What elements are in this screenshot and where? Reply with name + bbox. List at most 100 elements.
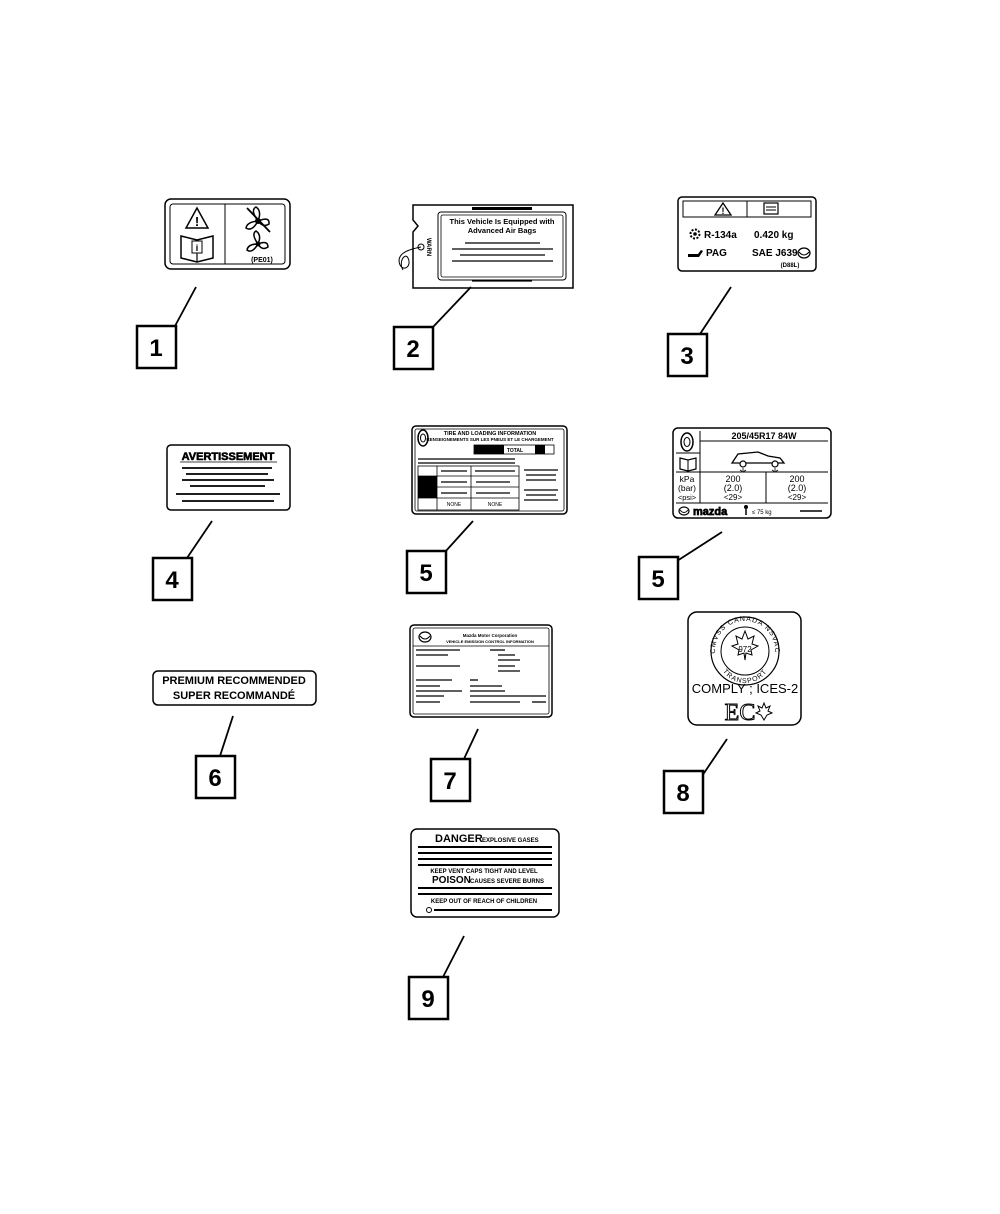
svg-text:5: 5 bbox=[651, 566, 664, 593]
label-7-text-lines bbox=[416, 649, 546, 703]
label-2-head2: Advanced Air Bags bbox=[468, 226, 537, 235]
callout-9: 9 bbox=[407, 975, 450, 1021]
callout-6: 6 bbox=[194, 754, 237, 800]
car-icon bbox=[730, 451, 786, 473]
label-4-title: AVERTISSEMENT bbox=[182, 451, 275, 463]
label-5b-brand: mazda bbox=[693, 506, 728, 518]
callout-1: 1 bbox=[135, 324, 178, 370]
label-5b-load: ≤ 75 kg bbox=[752, 510, 772, 516]
label-9-explosive: EXPLOSIVE GASES bbox=[482, 838, 539, 844]
label-5a-title2: RENSEIGNEMENTS SUR LES PNEUS ET LE CHARG… bbox=[426, 437, 554, 442]
label-7: Mazda Motor Corporation VEHICLE EMISSION… bbox=[409, 624, 553, 718]
leader-5a bbox=[444, 520, 474, 553]
oil-can-icon bbox=[688, 250, 703, 257]
maple-leaf-icon bbox=[730, 629, 760, 661]
svg-text:8: 8 bbox=[676, 780, 689, 807]
label-3: ! R-134a 0.420 kg PAG SAE J639 (D88L) bbox=[677, 196, 817, 272]
label-4-text-lines bbox=[176, 467, 280, 502]
leader-6 bbox=[219, 715, 234, 757]
tire-icon bbox=[417, 429, 429, 447]
label-9-text-block-1 bbox=[418, 846, 552, 866]
label-9-burns: CAUSES SEVERE BURNS bbox=[470, 879, 544, 885]
manual-icon bbox=[763, 202, 779, 215]
svg-text:i: i bbox=[196, 243, 199, 253]
recycle-icon bbox=[426, 907, 432, 913]
leader-2 bbox=[432, 286, 472, 328]
label-5a-fine-print bbox=[418, 458, 515, 464]
callout-5a: 5 bbox=[405, 549, 448, 595]
label-7-header: Mazda Motor Corporation bbox=[463, 633, 518, 638]
label-6-line2: SUPER RECOMMANDÉ bbox=[173, 689, 295, 702]
label-5b-unit-kpa: kPa bbox=[680, 474, 695, 484]
label-5b-unit-psi: <psi> bbox=[678, 493, 697, 502]
fan-icon bbox=[246, 230, 269, 252]
leader-8 bbox=[701, 738, 728, 777]
leader-9 bbox=[442, 935, 465, 978]
manual-book-icon bbox=[679, 457, 697, 472]
leader-lines bbox=[174, 286, 732, 978]
label-8: CMVSS CANADA NSVAC TRANSPORT 972 COMPLY … bbox=[687, 611, 802, 727]
leader-3 bbox=[699, 286, 732, 335]
label-5a-right-text bbox=[524, 469, 558, 501]
leader-5b bbox=[676, 531, 723, 562]
label-3-standard: SAE J639 bbox=[752, 248, 798, 259]
seal-number: 972 bbox=[738, 645, 752, 654]
person-icon bbox=[744, 505, 748, 515]
label-5b-tire-size: 205/45R17 84W bbox=[731, 431, 797, 441]
label-5b-rear-bar: (2.0) bbox=[788, 483, 807, 493]
label-5b-unit-bar: (bar) bbox=[678, 483, 696, 493]
label-5a-none-2: NONE bbox=[488, 502, 503, 508]
label-5b-rear-psi: <29> bbox=[788, 493, 807, 502]
warning-triangle-icon: ! bbox=[713, 201, 733, 216]
label-9-keep-vent: KEEP VENT CAPS TIGHT AND LEVEL bbox=[430, 869, 538, 875]
svg-text:!: ! bbox=[722, 206, 725, 216]
label-6: PREMIUM RECOMMENDED SUPER RECOMMANDÉ bbox=[152, 670, 317, 706]
callout-8: 8 bbox=[662, 769, 705, 815]
maple-leaf-small-icon bbox=[754, 701, 774, 721]
mazda-logo-icon bbox=[418, 631, 432, 643]
svg-text:1: 1 bbox=[149, 335, 162, 362]
leader-7 bbox=[462, 728, 479, 762]
label-8-ec: EC bbox=[725, 700, 756, 726]
svg-text:7: 7 bbox=[443, 768, 456, 795]
tag-string bbox=[398, 246, 422, 271]
label-7-sub: VEHICLE EMISSION CONTROL INFORMATION bbox=[446, 639, 534, 644]
label-9: DANGER EXPLOSIVE GASES KEEP VENT CAPS TI… bbox=[410, 828, 560, 918]
svg-text:4: 4 bbox=[165, 567, 179, 594]
label-5b-front-kpa: 200 bbox=[725, 474, 740, 484]
label-5b-rear-kpa: 200 bbox=[789, 474, 804, 484]
manual-book-icon: i bbox=[180, 235, 214, 263]
callout-4: 4 bbox=[151, 556, 194, 602]
label-1-code: (PE01) bbox=[251, 257, 273, 264]
label-2-head: This Vehicle Is Equipped with bbox=[449, 217, 554, 226]
label-5a-table: NONE NONE bbox=[417, 465, 520, 511]
leader-1 bbox=[174, 286, 197, 327]
label-2: WARN This Vehicle Is Equipped with Advan… bbox=[398, 204, 574, 289]
svg-text:!: ! bbox=[195, 214, 199, 229]
label-5a-none-1: NONE bbox=[447, 502, 462, 508]
mazda-logo-icon bbox=[678, 506, 690, 516]
callout-5b: 5 bbox=[637, 555, 680, 601]
no-fan-icon bbox=[245, 206, 271, 233]
label-5b-front-psi: <29> bbox=[724, 493, 743, 502]
label-5-tire-table: TIRE AND LOADING INFORMATION RENSEIGNEME… bbox=[411, 425, 568, 515]
label-5-tire-placard: 205/45R17 84W kPa (bar) <psi> 200 (2.0) … bbox=[672, 427, 832, 519]
label-5a-title1: TIRE AND LOADING INFORMATION bbox=[444, 431, 537, 437]
callout-3: 3 bbox=[666, 332, 709, 378]
label-5b-front-bar: (2.0) bbox=[724, 483, 743, 493]
label-6-line1: PREMIUM RECOMMENDED bbox=[162, 675, 306, 687]
label-5a-total: TOTAL bbox=[507, 448, 523, 454]
warning-triangle-icon: ! bbox=[184, 206, 210, 229]
svg-text:9: 9 bbox=[421, 986, 434, 1013]
refrigerant-gear-icon bbox=[689, 228, 701, 240]
label-8-comply: COMPLY ; ICES-2 bbox=[692, 681, 798, 696]
label-9-text-block-2 bbox=[418, 887, 552, 895]
label-3-code: (D88L) bbox=[781, 263, 800, 269]
svg-text:5: 5 bbox=[419, 560, 432, 587]
svg-text:6: 6 bbox=[208, 765, 221, 792]
label-3-amount: 0.420 kg bbox=[754, 230, 793, 241]
label-9-keep-children: KEEP OUT OF REACH OF CHILDREN bbox=[431, 899, 537, 905]
leader-4 bbox=[186, 520, 213, 559]
label-2-fine-print bbox=[452, 242, 553, 282]
